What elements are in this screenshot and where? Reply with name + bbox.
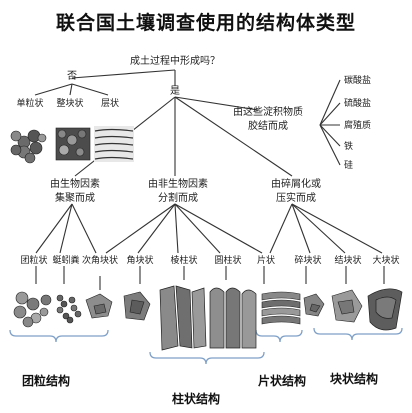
leaf-crumb: 碎块状 xyxy=(294,256,322,266)
structure-platy: 片状结构 xyxy=(258,374,307,388)
group-nonbio-line1: 由非生物因素 xyxy=(148,179,208,190)
leaf-platy: 片状 xyxy=(256,256,276,266)
root-question: 成土过程中形成吗？ xyxy=(130,56,220,67)
leaf-worm-cast: 蜓蚓粪 xyxy=(52,256,80,266)
subangular-blocky-illustration xyxy=(85,293,113,319)
group-bio-line1: 由生物因素 xyxy=(50,179,100,190)
structure-granular: 团粒结构 xyxy=(22,374,71,388)
cement-humus: 腐殖质 xyxy=(344,121,372,131)
leaf-columnar: 圆柱状 xyxy=(214,256,242,266)
group-compact-line2: 压实而成 xyxy=(276,193,316,204)
single-grain-illustration xyxy=(10,129,47,164)
crumb-illustration xyxy=(303,293,325,317)
diagram-title: 联合国土壤调查使用的结构体类型 xyxy=(55,12,356,34)
layered-illustration xyxy=(94,126,134,162)
type-layered: 层状 xyxy=(100,99,120,109)
group-nonbio-line2: 分割而成 xyxy=(158,193,198,204)
leaf-granular: 团粒状 xyxy=(20,256,48,266)
cementation-line1: 由这些淀积物质 xyxy=(233,107,303,118)
group-bio-line2: 集聚而成 xyxy=(55,193,95,204)
cement-iron: 铁 xyxy=(344,142,354,152)
angular-blocky-illustration xyxy=(123,291,151,321)
cloddy-illustration xyxy=(331,289,363,323)
leaf-angular: 角块状 xyxy=(126,256,154,266)
worm-cast-illustration xyxy=(56,294,82,324)
leaf-subangular: 次角块状 xyxy=(81,256,119,266)
cement-sulfate: 硫酸盐 xyxy=(344,99,372,109)
prismatic-illustration xyxy=(159,285,207,351)
type-single-grain: 单粒状 xyxy=(16,99,44,109)
leaf-prismatic: 棱柱状 xyxy=(170,256,198,266)
leaf-cloddy: 结块状 xyxy=(334,256,362,266)
group-compact-line1: 由碎屑化或 xyxy=(271,179,321,190)
cement-carbonate: 碳酸盐 xyxy=(344,76,372,86)
leaf-massive-block: 大块状 xyxy=(372,256,400,266)
answer-yes: 是 xyxy=(170,86,180,97)
cementation-line2: 胶结而成 xyxy=(248,121,288,132)
type-massive: 整块状 xyxy=(56,99,84,109)
structure-columnar: 柱状结构 xyxy=(172,392,221,406)
granular-illustration xyxy=(13,291,52,328)
platy-illustration xyxy=(261,291,301,325)
cement-silica: 硅 xyxy=(344,161,354,171)
massive-illustration xyxy=(55,127,91,161)
massive-block-illustration xyxy=(367,288,403,331)
answer-no: 否 xyxy=(67,71,77,82)
structure-blocky: 块状结构 xyxy=(330,372,379,386)
columnar-illustration xyxy=(209,287,257,349)
